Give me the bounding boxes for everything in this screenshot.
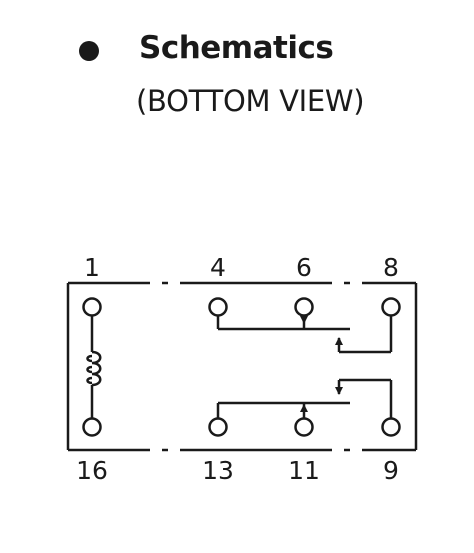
pin-pad-11 bbox=[294, 417, 314, 437]
pin-pad-16 bbox=[82, 417, 102, 437]
arrow-down-icon bbox=[335, 387, 343, 395]
pin-pad-1 bbox=[82, 297, 102, 317]
upper-switch bbox=[216, 316, 393, 354]
pin-pad-8 bbox=[381, 297, 401, 317]
pin-label-16: 16 bbox=[76, 456, 108, 485]
pin-label-13: 13 bbox=[202, 456, 234, 485]
pin-pad-9 bbox=[381, 417, 401, 437]
pin-label-8: 8 bbox=[383, 253, 399, 282]
pin-label-9: 9 bbox=[383, 456, 399, 485]
arrow-up-icon bbox=[335, 337, 343, 345]
page-title: Schematics bbox=[139, 30, 334, 66]
arrow-up-icon bbox=[300, 404, 308, 412]
pin-pad-13 bbox=[208, 417, 228, 437]
arrow-down-icon bbox=[300, 316, 308, 324]
pin-label-11: 11 bbox=[288, 456, 320, 485]
bullet-icon bbox=[79, 41, 99, 61]
page-subtitle: (BOTTOM VIEW) bbox=[136, 84, 365, 118]
pin-pad-6 bbox=[294, 297, 314, 317]
pin-label-6: 6 bbox=[296, 253, 312, 282]
pin-pad-4 bbox=[208, 297, 228, 317]
coil-icon bbox=[86, 316, 102, 418]
package-outline bbox=[66, 281, 418, 452]
pin-label-1: 1 bbox=[84, 253, 100, 282]
lower-switch bbox=[216, 378, 393, 418]
pin-label-4: 4 bbox=[210, 253, 226, 282]
